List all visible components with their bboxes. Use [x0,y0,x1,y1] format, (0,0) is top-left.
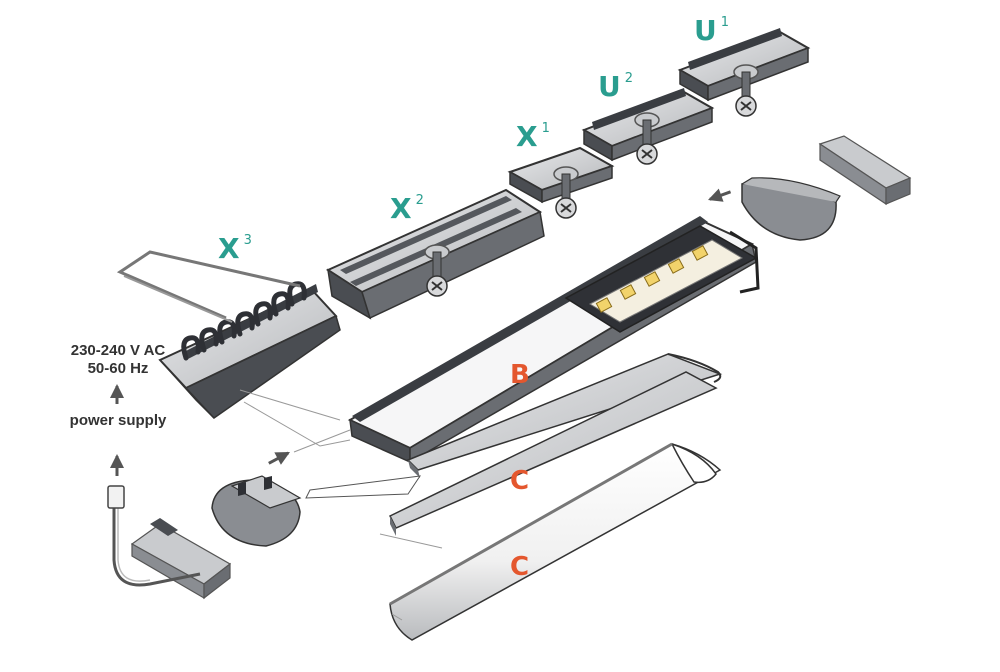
supply-frequency: 50-60 Hz [87,360,149,377]
led-chip-icon [595,245,709,313]
clip-x1 [507,146,615,219]
clip-x3-spring-bracket [116,250,341,419]
end-cap-right [741,177,841,241]
clip-u2 [581,88,715,165]
supply-voltage: 230-240 V AC [70,342,166,359]
clip-x2 [325,188,545,320]
guide-lines [239,389,443,621]
power-cable [107,485,201,587]
end-cap-left [211,475,302,547]
arrow-icon [110,384,124,404]
label-c-upper: C [510,466,530,496]
diffuser-c-middle [388,371,718,536]
arrow-icon [110,454,124,476]
supply-caption: power supply [69,412,167,429]
diffuser-c-rounded [389,442,722,641]
arrow-icon [268,445,294,465]
diffuser-c-flat [305,353,723,499]
connector-left [130,518,232,600]
connector-right [818,135,912,206]
profile-b [347,216,760,464]
arrow-icon [705,188,732,207]
supply-spec: 230-240 V AC 50-60 Hz [44,342,192,378]
screw-icon [733,64,759,117]
label-c-lower: C [510,552,530,582]
clip-u1 [677,28,811,117]
label-b: B [510,360,530,390]
